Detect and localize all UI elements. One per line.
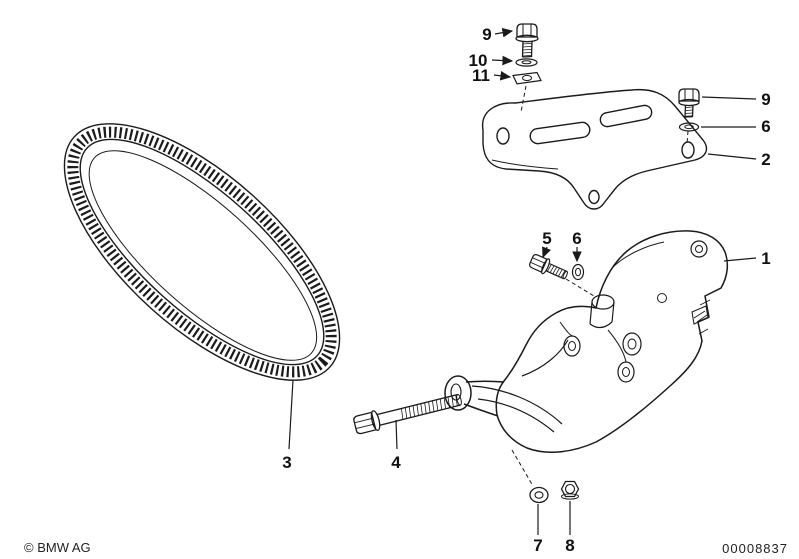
leader-9-top [494,27,514,38]
callout-4: 4 [391,453,401,472]
bolt-9-right-drawing [678,88,700,118]
washer-10-drawing [515,58,538,67]
callout-9-top: 9 [482,25,491,44]
v-belt-drawing [63,123,341,381]
centerline-top [520,85,527,113]
callout-7: 7 [533,536,542,555]
washer-6-mid-drawing [571,263,585,281]
centerline-bottom [511,449,534,487]
leader-3 [288,379,294,450]
centerline-right [686,130,689,145]
washer-7-drawing [529,486,549,504]
callout-9-right: 9 [761,90,770,109]
bolt-9-top-drawing [515,23,539,58]
nut-8-drawing [560,480,580,500]
callout-3: 3 [282,453,291,472]
copyright-text: © BMW AG [24,540,91,555]
callout-1: 1 [761,249,770,268]
leader-2 [707,153,757,160]
carrier-bracket-drawing [444,230,729,453]
bolt-4-drawing [353,393,462,435]
bolt-5-drawing [529,254,568,280]
callout-6-right: 6 [761,117,770,136]
callout-2: 2 [761,150,770,169]
lock-plate-11-drawing [512,71,542,85]
support-plate-drawing [481,88,708,210]
leader-5 [542,246,552,259]
leader-lines [288,27,757,535]
washer-6-right-drawing [678,122,700,132]
callout-6-mid: 6 [572,229,581,248]
callout-11: 11 [472,66,490,85]
callout-8: 8 [565,536,574,555]
callout-10: 10 [469,51,488,70]
leader-4 [395,419,398,450]
leader-1 [723,257,757,262]
leader-9-right [701,96,757,100]
document-number: 00008837 [722,541,788,556]
callout-5: 5 [542,229,551,248]
centerline-mid [565,278,595,297]
leader-10 [491,55,514,66]
leader-11 [493,71,512,81]
